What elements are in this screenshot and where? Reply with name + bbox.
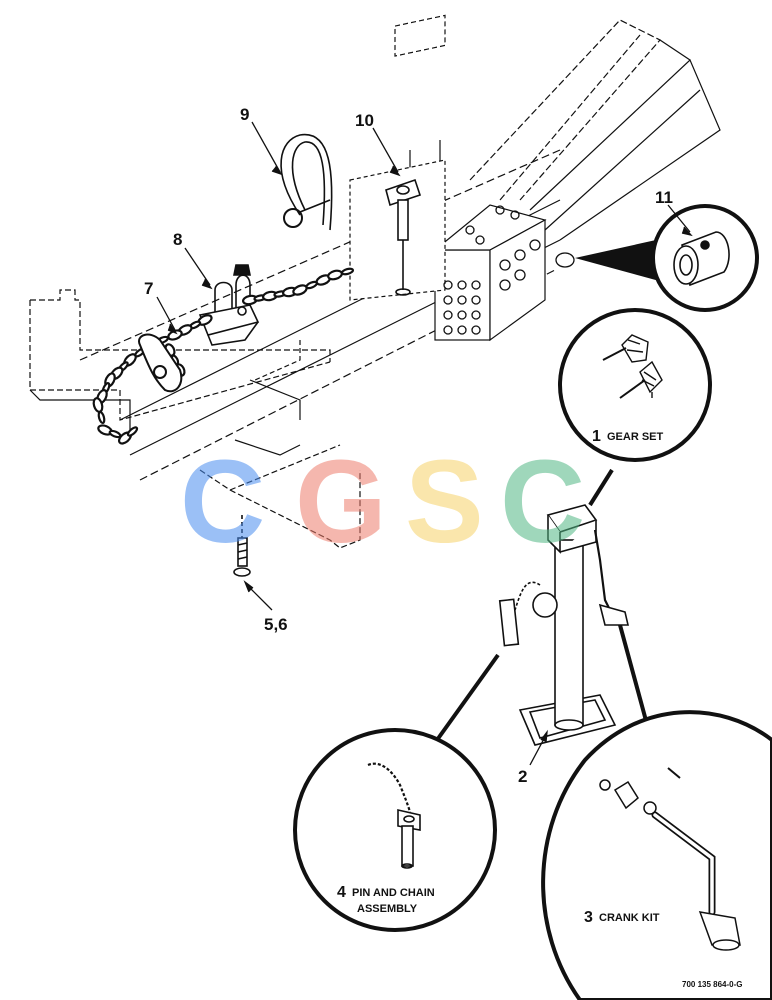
trailer-tongue-frame: [29, 14, 721, 549]
watermark-letter-1: C: [180, 436, 265, 568]
callout-5-6: 5,6: [264, 615, 288, 634]
hitch-pin-item-10: [385, 178, 422, 296]
callout-numbers: 9 10 8 7 11 5,6 2: [144, 105, 673, 786]
watermark-letter-4: C: [500, 436, 585, 568]
pin-chain-number: 4: [337, 884, 346, 901]
gusset-plate-holes: [443, 205, 575, 335]
callout-2: 2: [518, 767, 527, 786]
watermark-letter-3: S: [405, 436, 484, 568]
gear-set-detail-item-1: 1 GEAR SET: [558, 308, 712, 462]
chain-link: [97, 410, 106, 425]
pin-chain-detail-item-4: 4 PIN AND CHAIN ASSEMBLY: [293, 728, 497, 932]
chain-hook-item-7: [138, 333, 183, 393]
pin-chain-label-line1: PIN AND CHAIN: [352, 887, 435, 899]
watermark-letter-2: G: [295, 436, 387, 568]
callout-8: 8: [173, 230, 182, 249]
crank-kit-number: 3: [584, 909, 593, 926]
crank-kit-label: CRANK KIT: [599, 912, 660, 924]
callout-7: 7: [144, 279, 153, 298]
bushing-detail-item-11: [575, 204, 759, 312]
figure-code: 700 135 864-0-G: [682, 980, 743, 989]
pin-chain-label-line2: ASSEMBLY: [357, 903, 418, 915]
pin-chain-item-9: [280, 133, 333, 231]
detail-leaders: [435, 468, 650, 742]
callout-10: 10: [355, 111, 374, 130]
gear-set-number: 1: [592, 428, 601, 445]
watermark-logo: C G S C: [180, 436, 585, 568]
gear-set-label: GEAR SET: [607, 431, 664, 443]
chain-link: [340, 267, 355, 276]
crank-kit-detail-item-3: 3 CRANK KIT: [541, 710, 772, 1000]
callout-leaders: [156, 121, 693, 766]
callout-11: 11: [655, 188, 673, 207]
tongue-jack-item-2: [498, 504, 630, 746]
u-bolt-bracket-item-8: [198, 264, 260, 346]
chain-link: [126, 426, 139, 437]
bolt-item-5-6: [233, 515, 251, 577]
callout-9: 9: [240, 105, 249, 124]
